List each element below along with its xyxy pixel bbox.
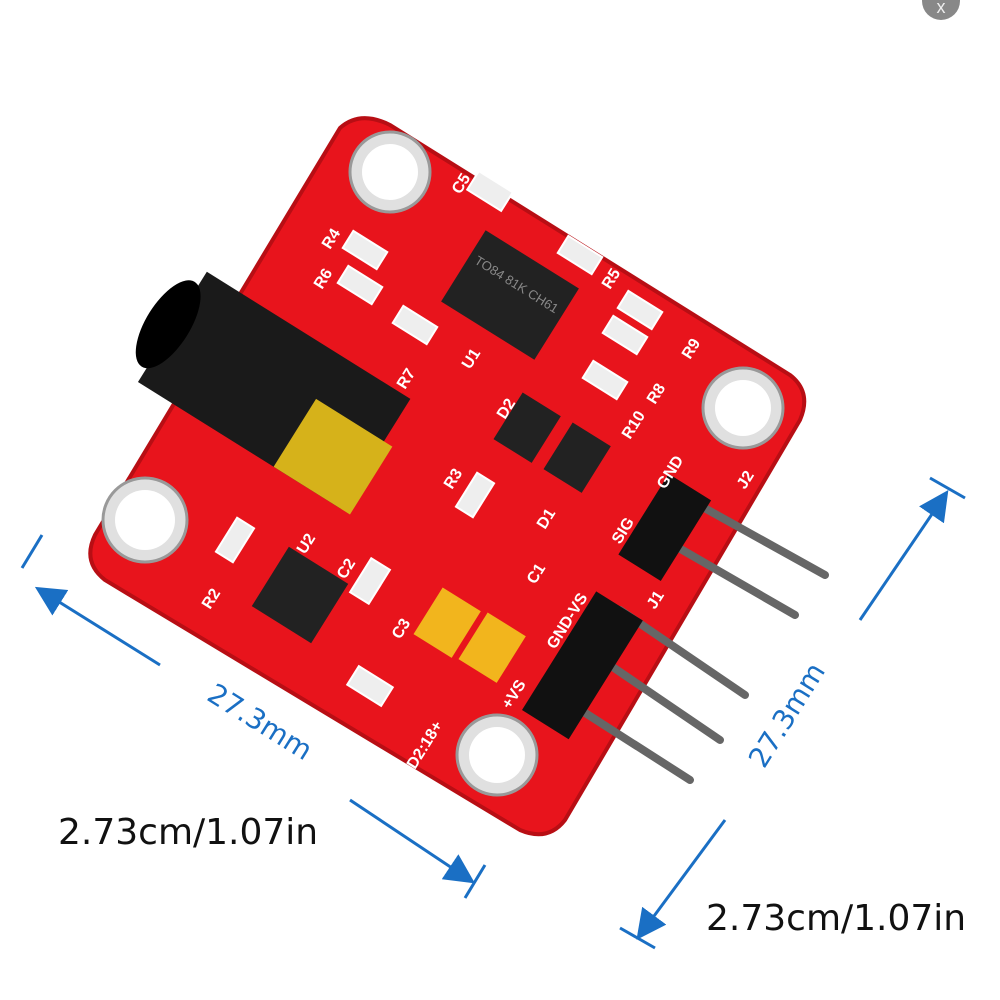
svg-text:J1: J1 [644, 588, 668, 612]
audio-jack [135, 271, 411, 515]
chip-u2 [251, 546, 349, 644]
height-dimension-label: 27.3mm [742, 657, 832, 774]
height-caption: 2.73cm/1.07in [706, 898, 967, 939]
dimension-arrows [20, 476, 966, 950]
width-caption: 2.73cm/1.07in [58, 812, 319, 853]
svg-text:J2: J2 [734, 468, 758, 492]
pcb-board: TO84 81K CH61 [88, 116, 829, 837]
close-button[interactable]: x [922, 0, 960, 20]
pin-headers [561, 496, 829, 784]
close-icon: x [936, 0, 946, 17]
